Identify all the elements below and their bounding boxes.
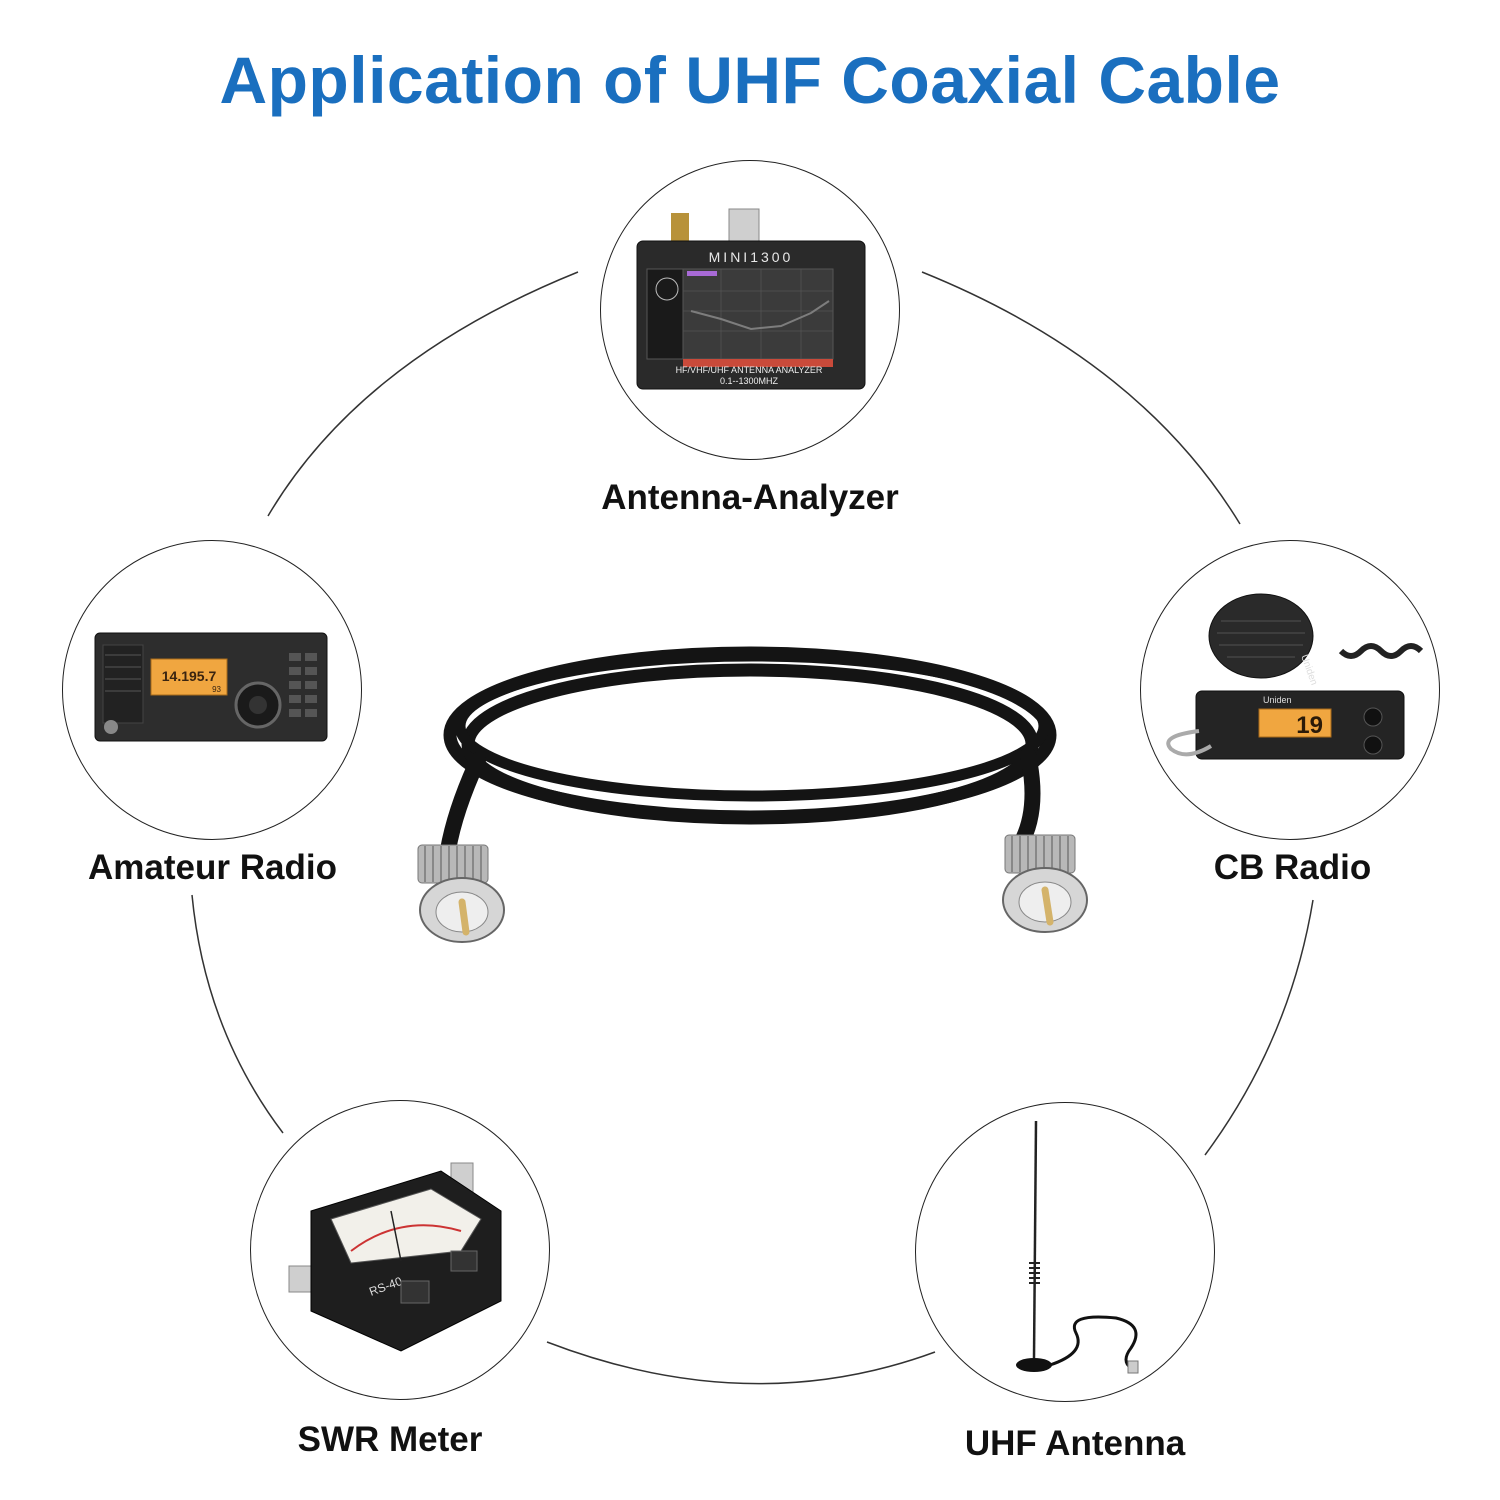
swr-meter-icon: RS-40 — [288, 1162, 502, 1352]
coax-cable-icon — [417, 646, 1088, 943]
cb-mic-brand: Uniden — [1298, 653, 1319, 687]
ring-arc-bottom — [546, 1341, 936, 1385]
ring-arc-right — [1204, 899, 1314, 1156]
ring-arc-top-left — [267, 271, 579, 517]
antenna-analyzer-bubble: MINI1300 HF/VHF/UHF ANTENNA ANALYZER 0.1… — [600, 160, 900, 460]
cb-channel-display: 19 — [1296, 712, 1323, 739]
left-uhf-connector-icon — [417, 844, 505, 943]
cb-radio-brand: Uniden — [1263, 695, 1292, 705]
antenna-analyzer-label: Antenna-Analyzer — [601, 478, 899, 517]
uhf-antenna-bubble — [915, 1102, 1215, 1402]
analyzer-caption: HF/VHF/UHF ANTENNA ANALYZER — [676, 365, 823, 375]
ring-arc-left — [191, 894, 284, 1134]
amateur-radio-bubble: 14.195.7 93 — [62, 540, 362, 840]
right-uhf-connector-icon — [1002, 834, 1088, 933]
uhf-antenna-icon — [1016, 1120, 1139, 1374]
cb-radio-bubble: Uniden Uniden 19 — [1140, 540, 1440, 840]
cb-radio-icon: Uniden Uniden 19 — [1166, 593, 1424, 760]
analyzer-name: MINI1300 — [709, 249, 794, 265]
radio-display-small: 93 — [212, 685, 221, 694]
uhf-antenna-label: UHF Antenna — [964, 1424, 1186, 1463]
cb-radio-label: CB Radio — [1213, 848, 1372, 887]
antenna-analyzer-icon: MINI1300 HF/VHF/UHF ANTENNA ANALYZER 0.1… — [636, 208, 866, 390]
amateur-radio-label: Amateur Radio — [88, 848, 337, 887]
ring-arc-top-right — [921, 271, 1241, 525]
amateur-radio-icon: 14.195.7 93 — [94, 632, 328, 742]
page-title: Application of UHF Coaxial Cable — [219, 43, 1281, 117]
radio-display-frequency: 14.195.7 — [162, 668, 217, 684]
swr-meter-label: SWR Meter — [297, 1420, 483, 1459]
analyzer-range: 0.1--1300MHZ — [720, 376, 779, 386]
swr-meter-bubble: RS-40 — [250, 1100, 550, 1400]
